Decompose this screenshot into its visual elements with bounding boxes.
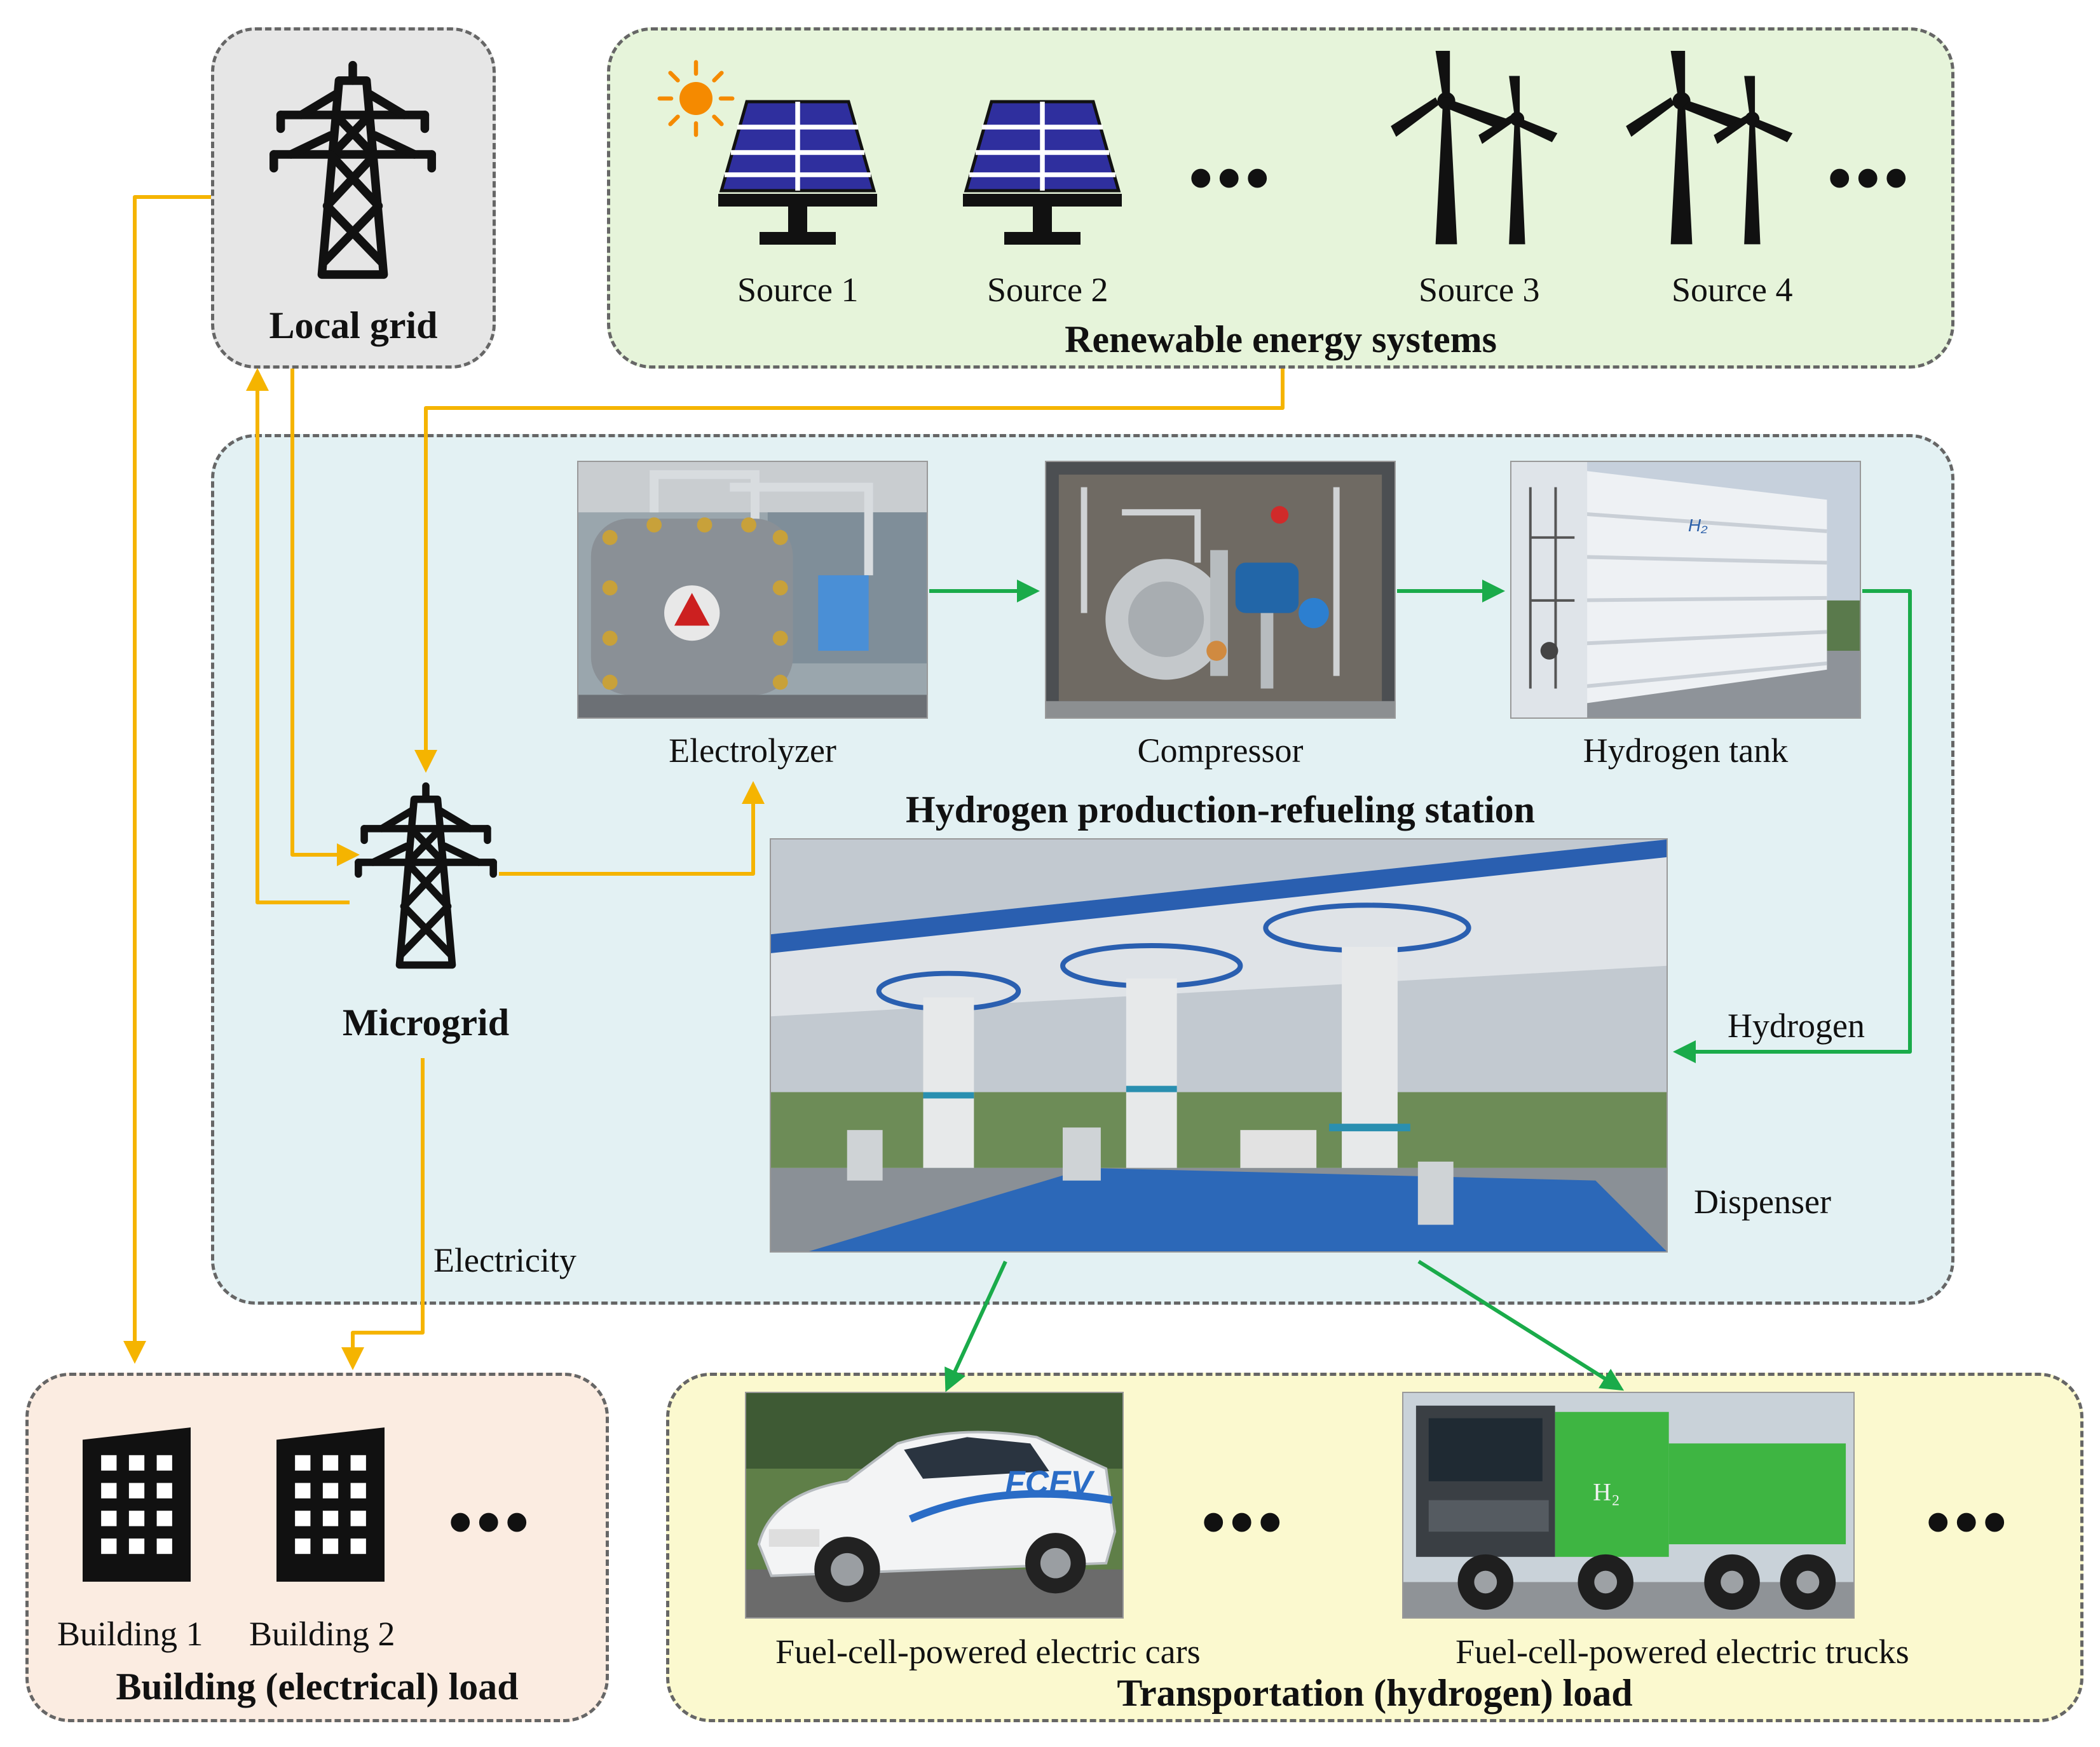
source-4-label: Source 4 <box>1672 271 1793 309</box>
electrolyzer-label: Electrolyzer <box>669 731 836 770</box>
microgrid-title: Microgrid <box>342 1002 510 1043</box>
cars-label: Fuel-cell-powered electric cars <box>775 1633 1201 1671</box>
trucks-label: Fuel-cell-powered electric trucks <box>1456 1633 1909 1671</box>
fuel-cell-car-photo: FCEV <box>745 1392 1124 1619</box>
compressor-label: Compressor <box>1137 731 1304 770</box>
fuel-cell-truck-photo: H₂ <box>1402 1392 1855 1619</box>
building-2-label: Building 2 <box>249 1615 395 1653</box>
source-1-label: Source 1 <box>737 271 859 309</box>
local-grid-title: Local grid <box>269 304 438 346</box>
transmission-tower-icon <box>355 782 497 969</box>
dispenser-to-cars-arrow <box>944 1260 1007 1392</box>
car-livery-text: FCEV <box>1005 1464 1095 1501</box>
renewables-to-microgrid-arrow <box>414 369 1285 773</box>
electricity-flow-label: Electricity <box>433 1241 576 1279</box>
station-title: Hydrogen production-refueling station <box>905 789 1536 831</box>
svg-text:H₂: H₂ <box>1688 515 1708 535</box>
microgrid-to-buildings-arrow <box>341 1058 425 1370</box>
hydrogen-flow-label: Hydrogen <box>1728 1007 1865 1045</box>
compressor-photo <box>1045 461 1396 719</box>
dispenser-to-trucks-arrow <box>1417 1260 1625 1391</box>
building-1-label: Building 1 <box>57 1615 203 1653</box>
sun-icon <box>657 60 735 137</box>
building-icon <box>276 1427 385 1582</box>
electrolyzer-photo <box>577 461 928 719</box>
source-3-label: Source 3 <box>1419 271 1540 309</box>
grid-to-microgrid-arrow <box>290 369 360 866</box>
grid-to-buildings-arrow <box>123 195 211 1364</box>
dispenser-photo <box>770 838 1668 1253</box>
truck-marking-text: H₂ <box>1593 1478 1620 1506</box>
source-2-label: Source 2 <box>987 271 1108 309</box>
transport-load-title: Transportation (hydrogen) load <box>1117 1672 1633 1714</box>
dispenser-label: Dispenser <box>1694 1183 1831 1221</box>
renewables-title: Renewable energy systems <box>1065 318 1497 360</box>
tank-to-dispenser-arrow <box>1673 589 1912 1063</box>
solar-panel-icon <box>963 100 1122 245</box>
transmission-tower-icon <box>269 60 436 279</box>
wind-turbine-icon <box>1626 51 1793 245</box>
hydrogen-tank-label: Hydrogen tank <box>1583 731 1789 770</box>
microgrid-to-electrolyzer-arrow <box>499 781 765 876</box>
building-load-title: Building (electrical) load <box>116 1666 519 1708</box>
building-icon <box>83 1427 191 1582</box>
microgrid-to-grid-arrow <box>246 368 350 904</box>
wind-turbine-icon <box>1391 51 1558 245</box>
hydrogen-tank-photo: H₂ <box>1510 461 1861 719</box>
solar-panel-icon <box>718 100 877 245</box>
